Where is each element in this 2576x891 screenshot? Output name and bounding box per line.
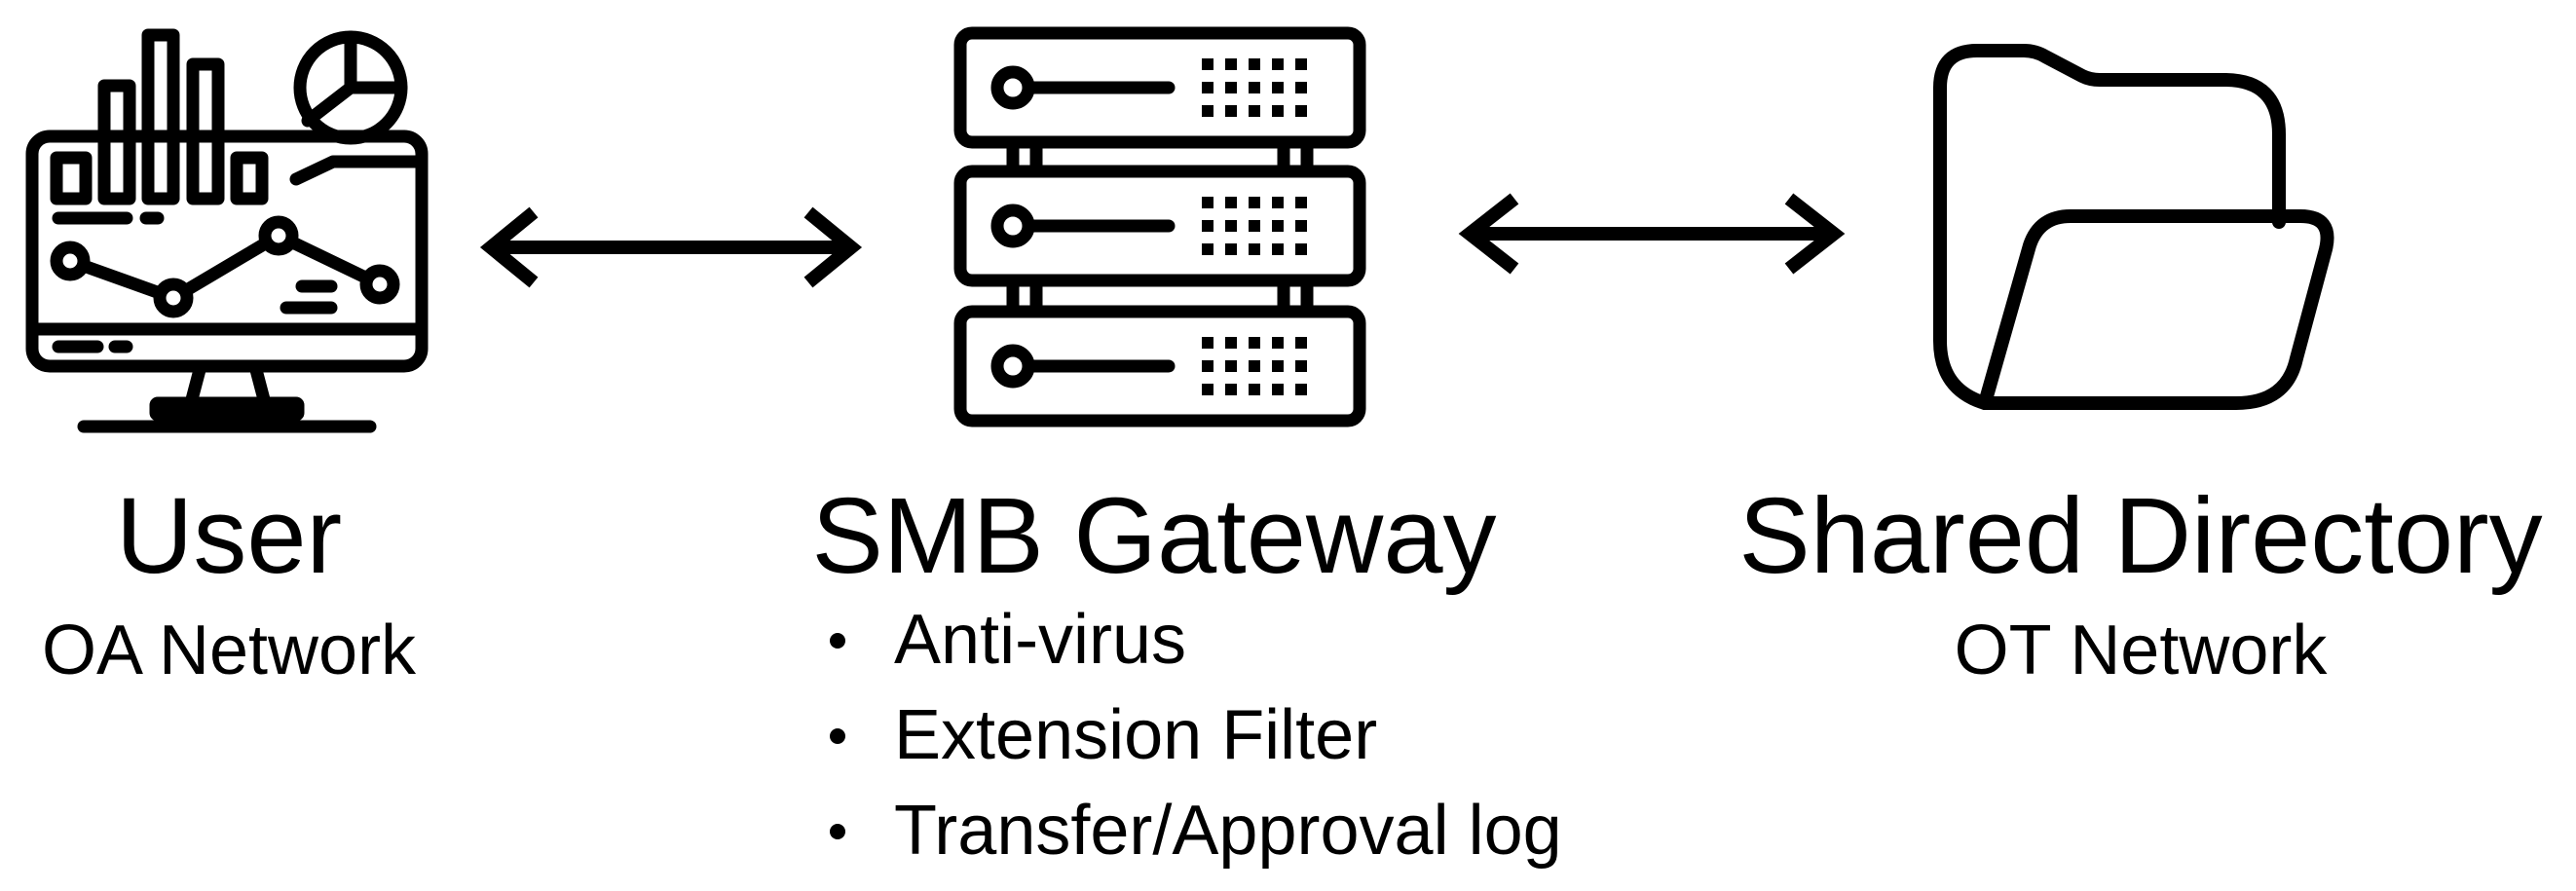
gateway-feature-list: Anti-virus Extension Filter Transfer/App… xyxy=(808,592,1562,878)
open-folder-icon xyxy=(1909,29,2357,438)
feature-label: Anti-virus xyxy=(894,601,1187,679)
shared-directory-network-label: OT Network xyxy=(1954,612,2328,689)
bullet-icon xyxy=(830,728,845,744)
gateway-title: SMB Gateway xyxy=(811,476,1497,596)
server-rack-icon xyxy=(935,19,1373,448)
user-title: User xyxy=(115,476,343,596)
bullet-icon xyxy=(830,824,845,839)
monitor-dashboard-icon xyxy=(0,0,448,448)
bidirectional-arrow-user-gateway xyxy=(477,195,867,302)
user-network-label: OA Network xyxy=(41,612,417,689)
feature-label: Extension Filter xyxy=(894,696,1378,774)
feature-item: Anti-virus xyxy=(808,592,1562,687)
bidirectional-arrow-gateway-shared xyxy=(1456,181,1846,288)
feature-item: Extension Filter xyxy=(808,687,1562,783)
feature-item: Transfer/Approval log xyxy=(808,783,1562,878)
shared-directory-title: Shared Directory xyxy=(1738,476,2543,596)
bullet-icon xyxy=(830,633,845,649)
feature-label: Transfer/Approval log xyxy=(894,792,1562,870)
